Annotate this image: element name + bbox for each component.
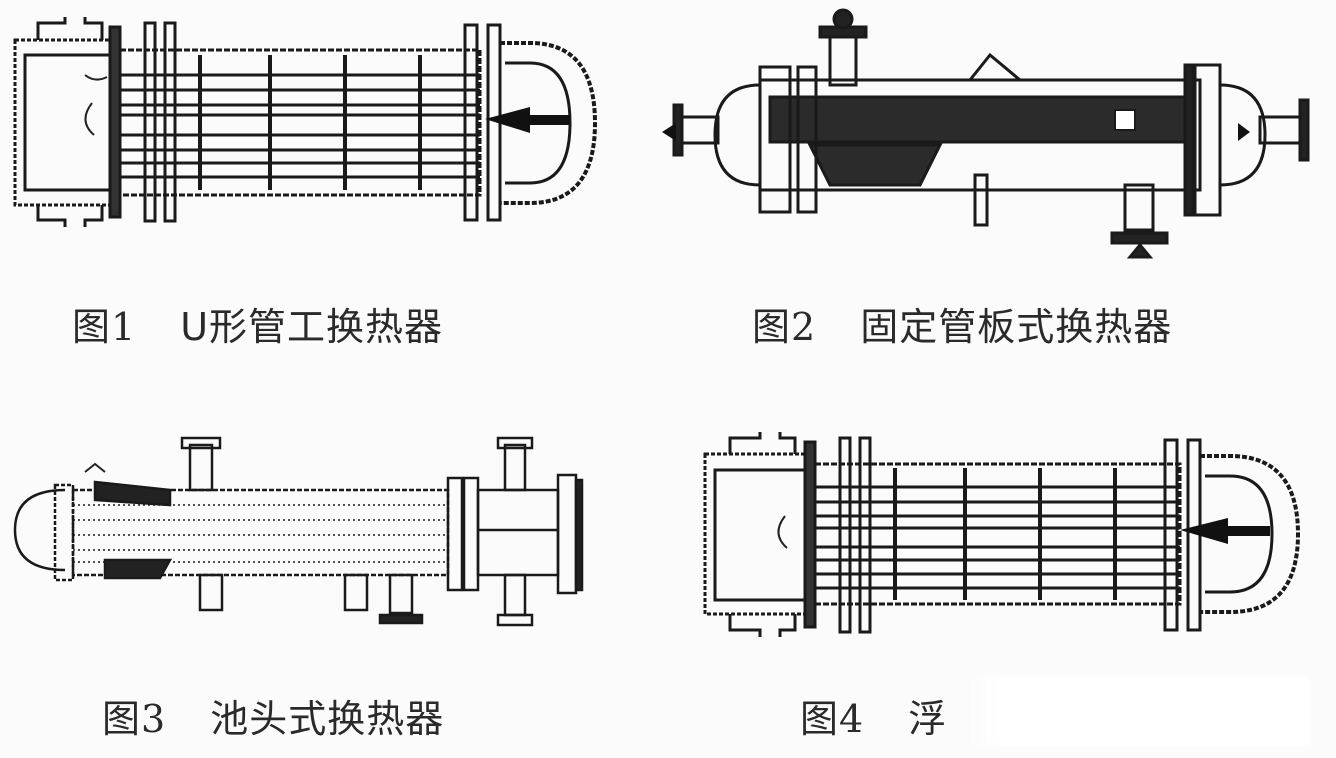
figure-2-diagram xyxy=(660,5,1330,270)
figure-1-title: U形管工换热器 xyxy=(180,305,444,349)
figure-2-number: 图2 xyxy=(752,305,817,349)
figure-4-title: 浮 xyxy=(908,697,948,741)
figure-1-diagram xyxy=(10,15,610,230)
watermark-blur xyxy=(960,676,1310,746)
figure-4-number: 图4 xyxy=(800,697,865,741)
figure-3-number: 图3 xyxy=(102,697,167,741)
figure-1-number: 图1 xyxy=(72,305,137,349)
figure-1-caption: 图1 U形管工换热器 xyxy=(72,296,443,351)
figure-4-diagram xyxy=(700,432,1310,637)
figure-3-diagram xyxy=(10,430,590,630)
figure-4-caption: 图4 浮 xyxy=(800,688,947,743)
figure-3-caption: 图3 池头式换热器 xyxy=(102,688,444,743)
figure-2-caption: 图2 固定管板式换热器 xyxy=(752,296,1172,351)
figure-3-title: 池头式换热器 xyxy=(210,697,445,741)
figure-2-title: 固定管板式换热器 xyxy=(860,305,1173,349)
